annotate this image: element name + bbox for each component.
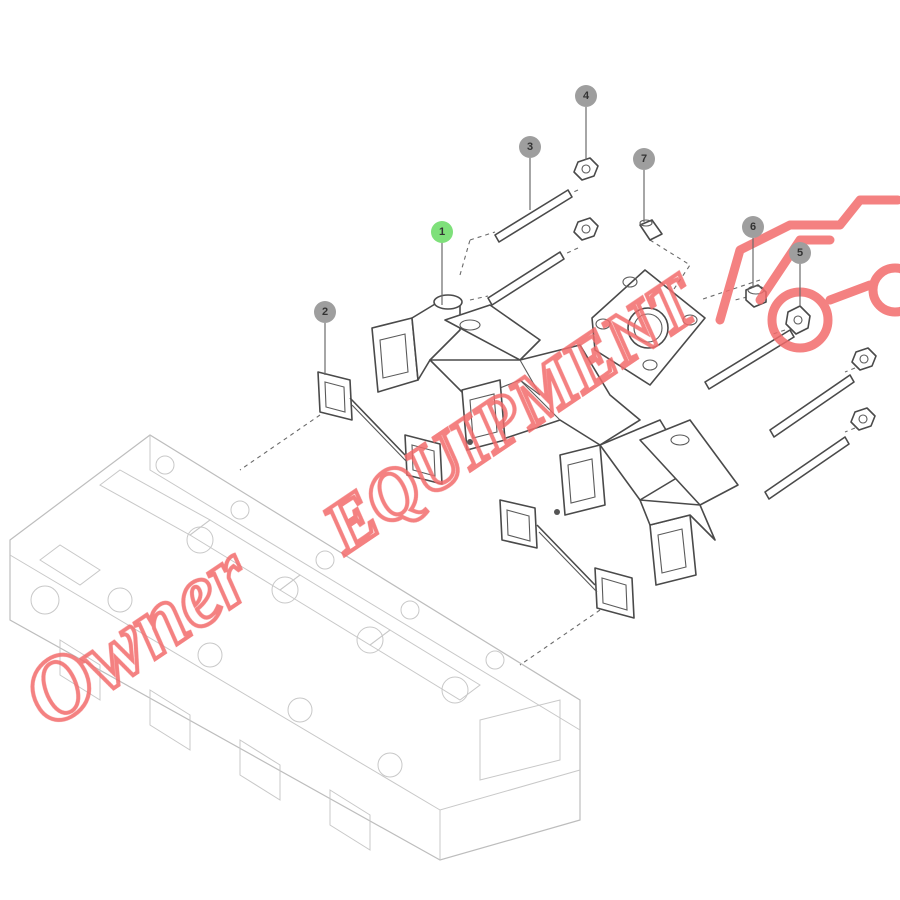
dowel-pin <box>639 219 663 241</box>
gasket-set-right <box>499 499 635 619</box>
leader-lines <box>324 107 801 375</box>
studs <box>487 189 855 500</box>
callout-7-label: 7 <box>641 153 647 165</box>
callout-6[interactable]: 6 <box>742 216 764 238</box>
callout-6-label: 6 <box>750 221 756 233</box>
callout-1[interactable]: 1 <box>431 221 453 243</box>
callout-3[interactable]: 3 <box>519 136 541 158</box>
gasket-set-left <box>317 371 443 485</box>
callout-4-label: 4 <box>583 90 590 102</box>
callout-1-label: 1 <box>439 226 445 238</box>
cylinder-head <box>9 434 581 861</box>
callout-5[interactable]: 5 <box>789 242 811 264</box>
callouts: 1 2 3 4 5 6 7 <box>314 85 811 323</box>
callout-2-label: 2 <box>322 306 328 318</box>
nuts <box>573 157 877 431</box>
tractor-watermark-icon <box>715 195 900 353</box>
callout-2[interactable]: 2 <box>314 301 336 323</box>
callout-5-label: 5 <box>797 247 803 259</box>
callout-7[interactable]: 7 <box>633 148 655 170</box>
callout-3-label: 3 <box>527 141 533 153</box>
exhaust-manifold <box>371 269 739 586</box>
callout-4[interactable]: 4 <box>575 85 597 107</box>
